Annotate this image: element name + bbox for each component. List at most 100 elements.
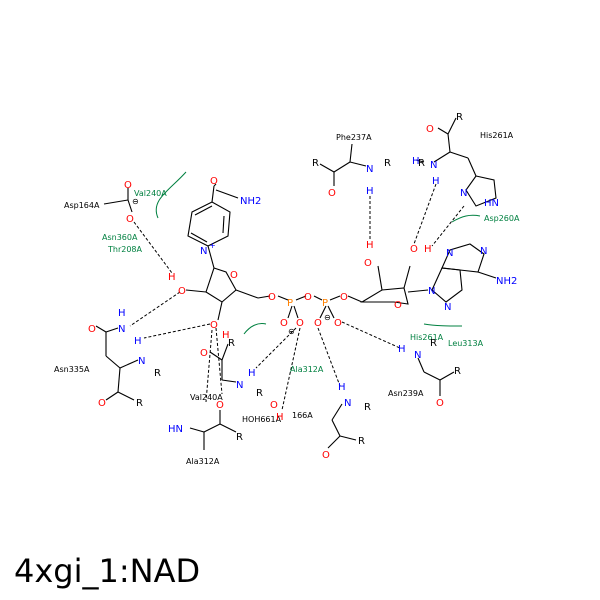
hbond-his261-ring-oh [431,205,465,247]
hbond-po-asn239 [341,321,401,349]
atom-phe237-n: N [366,164,373,175]
atom-o-ribose1: O [230,270,238,281]
atom-asn335-o: O [88,324,96,335]
val240-co [209,351,223,361]
asn335-ca [105,355,121,369]
atom-asp166-n: N [344,398,351,409]
glycosidic-bond-1 [207,245,215,269]
asp164-c-r [103,199,129,205]
atom-val240-h: H [248,368,256,379]
asn335-ca-n [119,359,139,369]
his261-cb-ring [467,157,477,177]
atom-nh2-amide: NH2 [240,196,261,207]
pn-o2 [327,305,335,319]
atom-asn335-h2: H [134,336,142,347]
amide-cn [215,189,239,199]
atom-asp166-h: H [338,382,346,393]
atom-his261-o: O [426,124,434,135]
hydrophobic-arc-his261a [423,323,463,327]
o5-pa [277,295,289,301]
atom-h-o3-ribose2: H [424,244,432,255]
residue-asp166a: 166A [292,411,313,420]
atom-asn335-n2: N [138,356,145,367]
atom-o5b: O [340,292,348,303]
pn-o1 [319,305,327,319]
asp166-c-o [327,435,341,449]
atom-asp166-o: O [322,450,330,461]
val240-cr [221,343,229,361]
ribose-2 [360,287,409,305]
his261-ca-cb [449,151,469,159]
asp166-c-r [339,435,357,441]
atom-h-o2-ribose2: H [366,240,374,251]
hbond-asp164-oh [133,221,173,274]
ribose1-o2 [185,289,207,293]
his261-imidazole-ring [465,175,497,207]
atom-o3-ribose2: O [410,244,418,255]
atom-plus: + [209,241,216,250]
hbond-o3-val240 [215,327,223,395]
atom-n1: N [480,246,487,257]
residue-asn239a: Asn239A [388,389,424,398]
hbond-o3-asn335 [143,323,211,339]
asn335-cn [105,327,119,333]
atom-val240-r2: R [256,388,263,399]
ribose2-o3 [403,265,411,289]
asn239-n-ca [417,357,425,373]
atom-h-o2: H [168,272,176,283]
hbond-his261-oh [413,183,437,245]
o-bridge-pn [313,295,323,301]
pn-o5b [329,295,341,301]
pa-o2 [293,305,299,319]
his261-c-ca [447,133,451,153]
hydrophobic-contacts [155,171,481,335]
pa-o1 [287,305,293,319]
ala312-ca-c [203,423,221,433]
residue-val240a-top: Val240A [134,189,167,198]
atom-o3-ribose1: O [210,320,218,331]
phe237-c-r [319,163,335,173]
residue-skeletons [95,117,497,450]
residue-asn335a: Asn335A [54,365,90,374]
phe237-ca-cb [349,143,353,163]
atom-asp164-minus: ⊖ [132,197,139,206]
atom-asn335-r2: R [136,398,143,409]
residue-leu313a: Leu313A [448,339,484,348]
atom-val240-r: R [228,338,235,349]
his261-c-r [447,117,457,135]
hbond-po-val240 [255,327,297,369]
hydrophobic-arc-val240a-top [155,171,187,219]
asn239-ca-c [423,371,441,381]
ribose2-o2 [377,265,383,291]
atom-asn239-n: N [414,350,421,361]
asn335-c-r [117,391,135,401]
val240-n [221,379,237,383]
pyrimidine-ring [441,243,485,273]
residue-his261a-hyd: His261A [410,333,444,342]
atom-o2-ribose1: O [178,286,186,297]
hbond-po-hoh [281,327,301,411]
ala312-n-ca [189,427,205,433]
amide-bond [211,185,215,203]
amide-co [213,183,217,187]
o5b-c5b [347,295,363,303]
ring-double-bond-1 [194,205,213,216]
atom-labels: O NH2 N + O O H O H O P O P O O O ⊖ O O … [88,112,517,461]
ribose1-c5 [235,289,259,299]
his261-c-o [437,127,449,135]
atom-ala312-o: O [216,400,224,411]
atom-asn239-r1: R [430,338,437,349]
asp166-ca-c [331,419,341,437]
atom-o-amide: O [210,176,218,187]
residue-asp260a: Asp260A [484,214,520,223]
hydrophobic-arc-asp260a [451,214,481,223]
atom-asp164-o2: O [126,214,134,225]
atom-his261-ring-n: N [460,188,467,199]
atom-pa: P [287,298,293,309]
atom-asp164-o1: O [124,180,132,191]
atom-o-bridge: O [304,292,312,303]
atom-ala312-r: R [236,432,243,443]
atom-asp166-r2: R [358,436,365,447]
ribose-1 [205,267,237,303]
